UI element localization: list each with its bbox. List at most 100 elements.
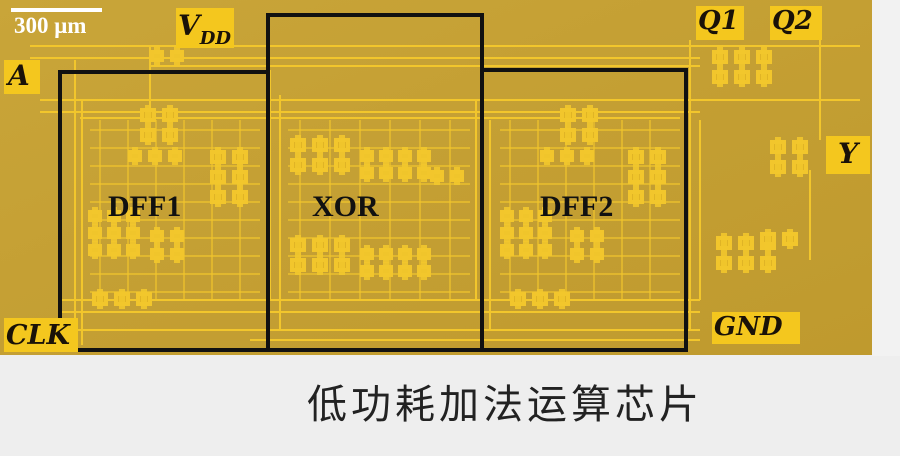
cell-pad — [743, 253, 749, 273]
cell-pad — [655, 147, 661, 167]
dff2-label: DFF2 — [540, 190, 614, 223]
cell-pad — [504, 207, 510, 225]
cell-pad — [421, 262, 427, 280]
cell-pad — [364, 262, 370, 280]
cell-pad — [564, 147, 570, 165]
cell-pad — [574, 227, 580, 245]
y-label: Y — [838, 137, 858, 170]
cell-pad — [167, 105, 173, 125]
cell-pad — [317, 235, 323, 255]
cell-pad — [761, 67, 767, 87]
vdd-subscript: DD — [199, 28, 231, 49]
cell-pad — [775, 157, 781, 177]
block-outlines — [58, 13, 688, 352]
dff1-label: DFF1 — [108, 190, 182, 223]
cell-pad — [559, 289, 565, 309]
cell-pad — [544, 147, 550, 165]
cell-pad — [402, 262, 408, 280]
cell-pad — [421, 245, 427, 263]
cell-pad — [594, 227, 600, 245]
cell-pad — [765, 229, 771, 249]
cell-pad — [717, 47, 723, 67]
cell-pad — [172, 147, 178, 165]
cell-pad — [339, 135, 345, 155]
cell-pad — [119, 289, 125, 309]
vdd-pad — [176, 8, 234, 48]
q1-pad — [696, 6, 744, 40]
cell-pad — [504, 241, 510, 259]
cell-pad — [130, 241, 136, 259]
scale-bar-label: 300 μm — [14, 13, 87, 38]
cell-pad — [421, 164, 427, 182]
cell-pad — [364, 147, 370, 165]
a-pad — [4, 60, 40, 94]
cell-pad — [797, 157, 803, 177]
cell-pad — [215, 187, 221, 207]
cell-pad — [383, 245, 389, 263]
cell-pad — [92, 207, 98, 225]
cell-pad — [111, 207, 117, 225]
cell-pad — [504, 224, 510, 242]
cell-pad — [537, 289, 543, 309]
cell-pad — [633, 187, 639, 207]
cell-pad — [765, 253, 771, 273]
q2-pad — [770, 6, 822, 40]
cell-pad — [364, 245, 370, 263]
cell-pad — [317, 155, 323, 175]
cell-pad — [743, 233, 749, 253]
cell-pad — [721, 233, 727, 253]
cell-pad — [402, 164, 408, 182]
cell-pad — [574, 245, 580, 263]
cell-pad — [317, 135, 323, 155]
cell-pad — [130, 207, 136, 225]
cell-pad — [215, 167, 221, 187]
cell-pad — [721, 253, 727, 273]
vdd-label: VDD — [178, 12, 231, 48]
cell-pad — [111, 224, 117, 242]
a-label: A — [8, 59, 30, 92]
cell-pad — [152, 147, 158, 165]
xor-label: XOR — [312, 190, 379, 223]
cell-pad — [523, 241, 529, 259]
cell-pad — [523, 224, 529, 242]
chip-layout — [0, 0, 872, 355]
cell-pad — [154, 245, 160, 263]
cell-pad — [132, 147, 138, 165]
cell-pad — [565, 105, 571, 125]
cell-pad — [317, 255, 323, 275]
cell-pad — [215, 147, 221, 167]
cell-pad — [92, 241, 98, 259]
cell-pad — [787, 229, 793, 249]
cell-pad — [154, 227, 160, 245]
cell-pad — [454, 167, 460, 185]
cell-pad — [295, 255, 301, 275]
cell-pad — [145, 105, 151, 125]
vdd-main: V — [178, 9, 200, 42]
cell-pad — [402, 245, 408, 263]
cell-pad — [383, 262, 389, 280]
cell-pad — [339, 255, 345, 275]
cell-pad — [797, 137, 803, 157]
cell-pad — [295, 235, 301, 255]
cell-pad — [141, 289, 147, 309]
caption: 低功耗加法运算芯片 — [307, 382, 703, 428]
cell-pad — [237, 147, 243, 167]
q2-label: Q2 — [772, 6, 813, 36]
cell-pad — [174, 245, 180, 263]
y-pad — [826, 136, 870, 174]
cell-pad — [523, 207, 529, 225]
gnd-label: GND — [714, 312, 783, 342]
cell-pad — [339, 155, 345, 175]
clk-label: CLK — [6, 320, 70, 351]
scale-bar-line — [11, 8, 102, 12]
logic-cells — [88, 47, 808, 309]
cell-pad — [237, 187, 243, 207]
cell-pad — [594, 245, 600, 263]
cell-pad — [174, 227, 180, 245]
dff2-outline — [480, 68, 688, 352]
cell-pad — [739, 47, 745, 67]
cell-pad — [515, 289, 521, 309]
cell-pad — [775, 137, 781, 157]
cell-pad — [145, 125, 151, 145]
cell-pad — [295, 135, 301, 155]
